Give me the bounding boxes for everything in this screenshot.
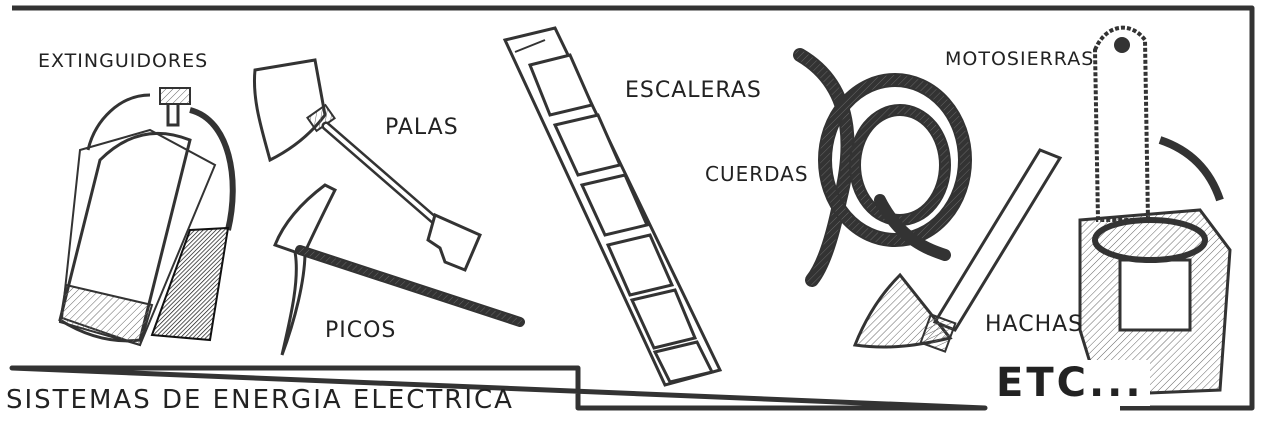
label-pickaxes: PICOS (325, 318, 397, 343)
label-ladders: ESCALERAS (625, 78, 762, 103)
label-chainsaws: MOTOSIERRAS (945, 48, 1095, 70)
chainsaw-icon (1078, 25, 1232, 397)
caption-text: SISTEMAS DE ENERGIA ELECTRICA (6, 385, 514, 415)
axe-icon (852, 148, 1063, 353)
label-axes: HACHAS (985, 312, 1084, 337)
pickaxe-icon (273, 183, 525, 356)
rope-icon (793, 48, 972, 287)
fire-extinguisher-icon (58, 87, 236, 347)
shovel-icon (252, 58, 482, 272)
label-extinguishers: EXTINGUIDORES (38, 50, 209, 72)
ladder-icon (502, 26, 723, 387)
label-shovels: PALAS (385, 115, 459, 140)
frame-border (9, 5, 1255, 411)
label-ropes: CUERDAS (705, 162, 809, 186)
etc-text: ETC... (990, 360, 1150, 406)
